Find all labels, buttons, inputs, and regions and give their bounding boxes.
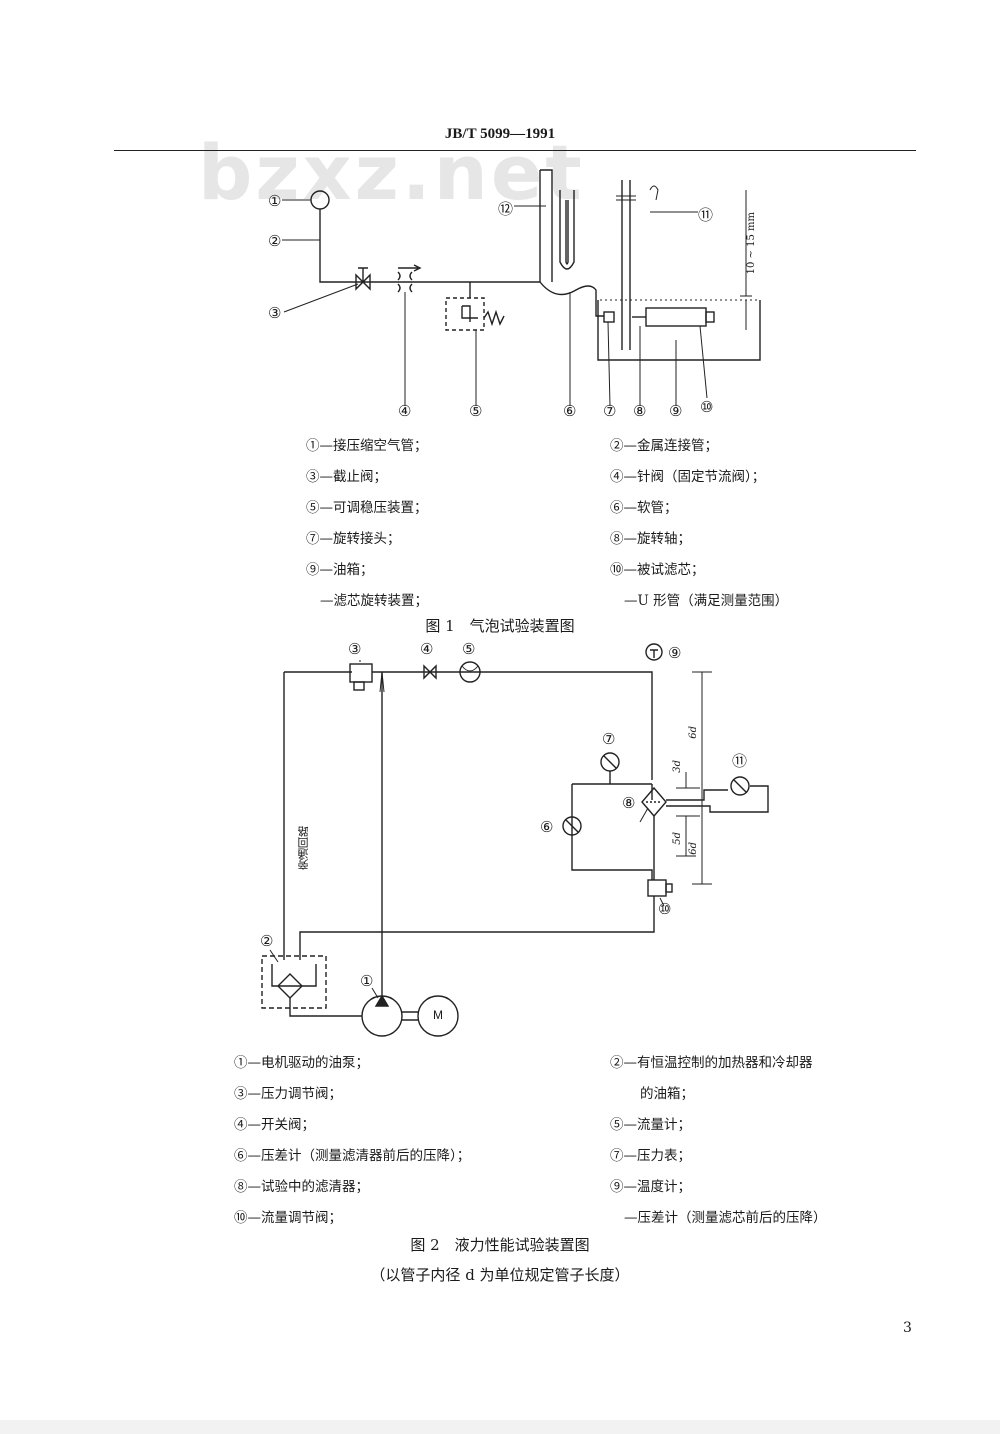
fig2-legend-item: ②—有恒温控制的加热器和冷却器 — [610, 1055, 813, 1071]
fig1-callout-5: ⑤ — [469, 402, 483, 420]
differential-gauge-symbol — [562, 816, 582, 836]
rotating-shaft-symbol — [621, 180, 631, 350]
fig2-callout-11: ⑪ — [732, 752, 748, 770]
fig1-callout-4: ④ — [398, 402, 412, 420]
fig1-callout-6: ⑥ — [563, 402, 577, 420]
metal-pipe-line — [319, 209, 540, 283]
hose-line — [539, 281, 604, 317]
fig1-callout-7: ⑦ — [603, 402, 617, 420]
fig1-legend-item: ①—接压缩空气管； — [306, 438, 428, 454]
viewer-bottom-bar — [0, 1420, 1000, 1434]
oil-tank-symbol — [597, 300, 761, 361]
fig2-legend-item: ⑤—流量计； — [610, 1117, 691, 1133]
flow-control-valve-symbol — [647, 879, 673, 897]
fig2-callout-1: ① — [360, 972, 374, 990]
fig1-legend-item: —U 形管（满足测量范围） — [624, 593, 789, 609]
pressure-regulator-symbol — [445, 282, 505, 331]
u-tube-symbol — [539, 169, 575, 282]
fig2-legend-item: ⑥—压差计（测量滤清器前后的压降）； — [234, 1148, 471, 1164]
fig2-legend-item: ⑨—温度计； — [610, 1179, 691, 1195]
on-off-valve-symbol — [423, 664, 437, 680]
fig1-callout-9: ⑨ — [669, 402, 683, 420]
figure1-leaders — [282, 199, 708, 407]
fig2-callout-4: ④ — [420, 640, 434, 658]
fig1-legend-item: ⑩—被试滤芯； — [610, 562, 705, 578]
fig2-legend-item: ④—开关阀； — [234, 1117, 315, 1133]
fig2-legend-item: ①—电机驱动的油泵； — [234, 1055, 369, 1071]
page-number: 3 — [903, 1320, 912, 1336]
filter-element-symbol — [632, 307, 715, 327]
dimension-lines — [676, 671, 712, 885]
fig1-callout-2: ② — [268, 232, 282, 250]
fig1-callout-1: ① — [268, 192, 282, 210]
fig2-callout-2: ② — [260, 932, 274, 950]
watermark-text: bzxz.net — [198, 128, 585, 217]
fig1-legend-item: ⑥—软管； — [610, 500, 678, 516]
fig1-callout-12: ⑫ — [498, 200, 514, 218]
pump-symbol — [361, 994, 418, 1037]
fig1-callout-8: ⑧ — [633, 402, 647, 420]
motor-symbol — [417, 995, 459, 1037]
differential-gauge-element-symbol — [666, 776, 769, 813]
fig1-legend-item: ④—针阀（固定节流阀）； — [610, 469, 766, 485]
pressure-gauge-symbol — [600, 752, 620, 784]
rotating-joint-symbol — [603, 311, 615, 323]
fig2-legend-item: ③—压力调节阀； — [234, 1086, 342, 1102]
fig2-callout-7: ⑦ — [602, 730, 616, 748]
fig2-legend-item: ⑦—压力表； — [610, 1148, 691, 1164]
fig2-legend-item: ⑩—流量调节阀； — [234, 1210, 342, 1226]
fig1-legend-item: ③—截止阀； — [306, 469, 387, 485]
standard-code-header: JB/T 5099—1991 — [444, 126, 556, 142]
figure2-leaders — [269, 660, 665, 999]
fig2-callout-6: ⑥ — [540, 818, 554, 836]
needle-valve-symbol — [397, 264, 422, 293]
fig2-legend-item: ⑧—试验中的滤清器； — [234, 1179, 369, 1195]
fig2-legend-item: —压差计（测量滤芯前后的压降） — [624, 1210, 827, 1226]
motor-label: M — [433, 1008, 443, 1022]
fig1-legend-item: ②—金属连接管； — [610, 438, 718, 454]
fig2-callout-9: ⑨ — [668, 644, 682, 662]
fig2-callout-3: ③ — [348, 640, 362, 658]
dim-3d: 3d — [672, 760, 683, 773]
filter-branch-line — [571, 783, 653, 880]
header-rule — [114, 150, 916, 151]
fig2-callout-8: ⑧ — [622, 794, 636, 812]
bypass-label: 旁通回路 — [297, 826, 310, 870]
fig1-legend-item: ⑦—旋转接头； — [306, 531, 401, 547]
flow-meter-symbol — [459, 661, 481, 683]
fig1-legend-item: ⑤—可调稳压装置； — [306, 500, 428, 516]
figure2-subcaption: （以管子内径 d 为单位规定管子长度） — [370, 1266, 630, 1284]
figure1-caption: 图 1 气泡试验装置图 — [425, 617, 575, 635]
dim-6d-top: 6d — [688, 726, 699, 739]
fig2-callout-5: ⑤ — [462, 640, 476, 658]
fig1-legend-item: ⑨—油箱； — [306, 562, 374, 578]
fig1-legend-item: —滤芯旋转装置； — [320, 593, 428, 609]
pressure-relief-valve-symbol — [349, 663, 373, 691]
fig1-callout-10: ⑩ — [700, 398, 714, 416]
fig1-callout-11: ⑪ — [698, 206, 714, 224]
main-line — [284, 671, 653, 780]
dim-5d: 5d — [672, 832, 683, 845]
figure2-caption: 图 2 液力性能试验装置图 — [410, 1236, 590, 1254]
thermometer-symbol — [645, 643, 663, 661]
return-line — [299, 896, 655, 960]
fig1-callout-3: ③ — [268, 304, 282, 322]
oil-tank-symbol — [261, 955, 362, 1017]
fig1-legend-item: ⑧—旋转轴； — [610, 531, 691, 547]
fig2-legend-item: 的油箱； — [640, 1086, 694, 1102]
dim-6d-bottom: 6d — [688, 842, 699, 855]
fig2-callout-10: ⑩ — [658, 900, 672, 918]
